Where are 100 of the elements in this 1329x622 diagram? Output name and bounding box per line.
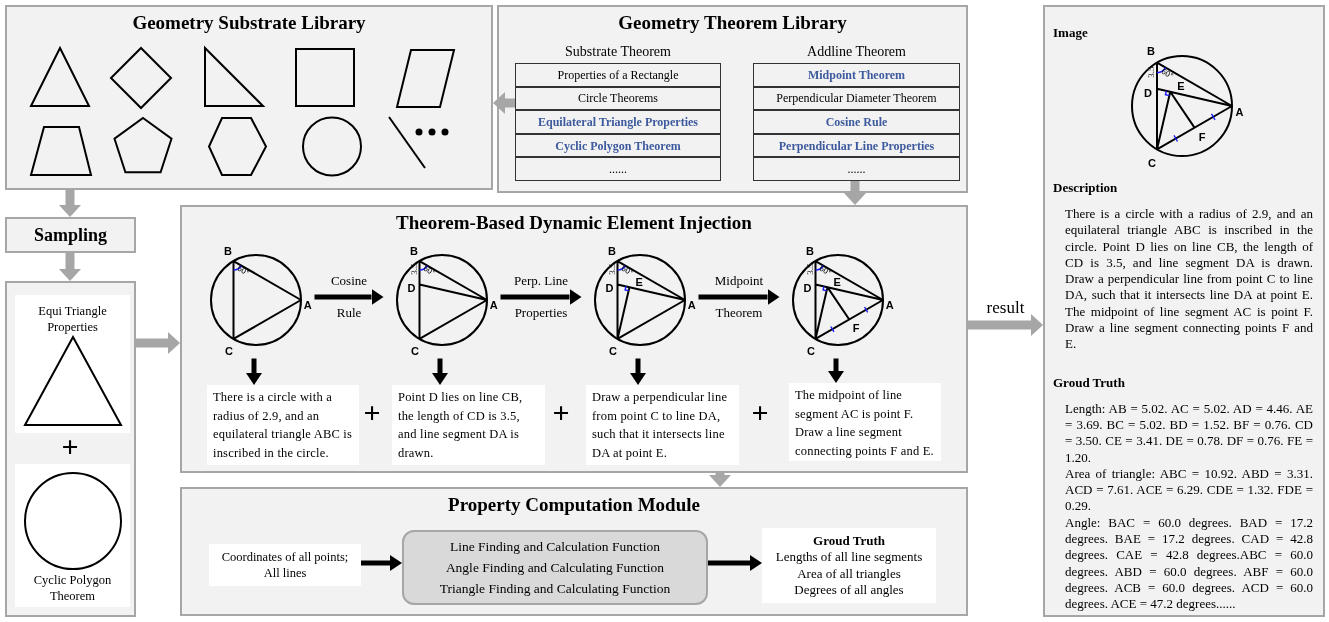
point-label: A (1235, 106, 1244, 118)
paragraph: Length: AB = 5.02. AC = 5.02. AD = 4.46. AE = 3.69. BC = 5.02. BD = 1.52. BF = 0.76. CD = 3.50. CE = 3.41. DE = 0.78. DF = 0.76. FE = 1.20. (1064, 400, 1313, 466)
arrow (493, 92, 515, 114)
output-item: Area of all triangles (797, 565, 901, 582)
card-heading: Groud Truth (813, 532, 885, 549)
table-row: Circle Theorems (515, 86, 721, 111)
arrow (136, 332, 180, 354)
angle-label: 60° (235, 264, 250, 278)
input-card: Coordinates of all points; All lines (209, 544, 361, 586)
panel-title: Theorem-Based Dynamic Element Injection (396, 211, 752, 235)
point-label: B (806, 245, 815, 256)
point-label: D (407, 282, 416, 294)
paragraph: Area of triangle: ABC = 10.92. ABD = 3.31. ACD = 7.61. ACE = 6.29. CDE = 1.32. FDE = 0.29. (1064, 465, 1313, 515)
table-row: Midpoint Theorem (753, 63, 960, 87)
output-card (762, 528, 936, 603)
panel-title: Geometry Theorem Library (618, 11, 847, 35)
plus-sign: + (751, 400, 769, 426)
table-row: Perpendicular Diameter Theorem (753, 86, 960, 111)
angle-label: 60° (421, 264, 436, 278)
description-card: Point D lies on line CB, the length of CD is 3.5, and line segment DA is drawn. (392, 385, 545, 465)
panel-title: Geometry Substrate Library (132, 11, 366, 35)
section-heading: Description (1053, 180, 1118, 196)
point-label: D (1144, 87, 1152, 99)
arrow (698, 289, 780, 305)
length-label: 3.5 (1146, 66, 1155, 78)
point-label: F (852, 322, 860, 334)
card (15, 464, 130, 607)
length-label: 3.5 (607, 263, 617, 275)
point-label: E (1177, 80, 1185, 92)
table-row: ...... (515, 157, 721, 181)
point-label: C (609, 345, 617, 357)
point-label: B (1147, 45, 1155, 57)
arrow (59, 253, 81, 281)
description-card: The midpoint of line segment AC is point F. Draw a line segment connecting points F and E. (789, 383, 941, 461)
arrow (432, 358, 448, 385)
arrow (314, 289, 384, 305)
table-row: Equilateral Triangle Properties (515, 110, 721, 134)
point-label: A (687, 299, 696, 311)
table-row: Cyclic Polygon Theorem (515, 133, 721, 158)
arrow (59, 190, 81, 217)
arrow (709, 473, 731, 487)
paragraph: Angle: BAC = 60.0 degrees. BAD = 17.2 degrees. BAE = 17.2 degrees. CAD = 42.8 degrees. CAE = 42.8 degrees.ABC = 60.0 degrees. ABD = 60.0 degrees. ABF = 60.0 degrees. ACB = 60.0 degrees. ACD = 60.0 degrees. ACE = 47.2 degrees...... (1064, 514, 1313, 613)
card-label: Equi Triangle Properties (37, 303, 108, 335)
description-card: Draw a perpendicular line from point C to line DA, such that it intersects line DA at point E. (586, 385, 739, 465)
function-name: Line Finding and Calculation Function (450, 537, 660, 556)
table-row: Properties of a Rectangle (515, 63, 721, 87)
edge-label: result (986, 298, 1025, 318)
section-heading: Groud Truth (1053, 374, 1125, 391)
panel (180, 487, 968, 616)
panel (5, 5, 493, 190)
card-label: Cyclic Polygon Theorem (32, 572, 113, 604)
point-label: C (225, 345, 233, 357)
arrow (246, 358, 262, 385)
card (15, 295, 130, 433)
edge-label: Perp. Line Properties (512, 272, 570, 322)
table-heading: Addline Theorem (807, 43, 906, 61)
table-row: Cosine Rule (753, 110, 960, 134)
point-label: F (1198, 131, 1206, 143)
point-label: A (885, 299, 894, 311)
arrow (630, 358, 646, 385)
arrow (844, 181, 866, 205)
function-box (402, 530, 708, 605)
table-heading: Substrate Theorem (565, 43, 671, 61)
output-item: Degrees of all angles (794, 582, 904, 599)
point-label: C (411, 345, 419, 357)
arrow (828, 358, 844, 383)
table-row: ...... (753, 157, 960, 181)
panel (1043, 5, 1325, 617)
angle-label: 60° (619, 264, 634, 278)
angle-label: 60° (1159, 67, 1175, 81)
paragraph: There is a circle with a radius of 2.9, and an equilateral triangle ABC is inscribed in the circle. Point D lies on line CB, the length of CD is 3.5, and line segment DA is drawn. Draw a perpendicular line from point C to line DA, such that it intersects line DA at point E. The midpoint of line segment AC is point F. Draw a line segment connecting points F and E. (1064, 206, 1313, 353)
angle-label: 60° (817, 264, 832, 278)
section-heading: Image (1053, 25, 1088, 41)
length-label: 3.5 (805, 263, 815, 275)
panel (497, 5, 968, 193)
point-label: C (1148, 157, 1156, 169)
edge-label: Midpoint Theorem (713, 272, 765, 322)
edge-label: Cosine Rule (329, 272, 369, 322)
panel (180, 205, 968, 473)
description-card: There is a circle with a radius of 2.9, and an equilateral triangle ABC is inscribed in the circle. (207, 385, 359, 465)
step-box: Sampling (5, 217, 136, 253)
arrow (500, 289, 582, 305)
plus-sign: + (363, 400, 381, 426)
point-label: C (807, 345, 815, 357)
point-label: E (635, 276, 643, 288)
point-label: D (803, 282, 812, 294)
function-name: Triangle Finding and Calculating Function (439, 579, 671, 598)
point-label: E (833, 276, 841, 288)
point-label: A (489, 299, 498, 311)
length-label: 3.5 (409, 263, 419, 275)
point-label: A (303, 299, 312, 311)
table-row: Perpendicular Line Properties (753, 133, 960, 158)
point-label: B (224, 245, 233, 256)
point-label: D (605, 282, 614, 294)
panel-title: Property Computation Module (448, 493, 700, 517)
arrow (968, 314, 1043, 336)
point-label: B (410, 245, 419, 256)
output-item: Lengths of all line segments (775, 549, 923, 566)
arrow (361, 555, 402, 571)
plus-sign: + (61, 434, 79, 460)
